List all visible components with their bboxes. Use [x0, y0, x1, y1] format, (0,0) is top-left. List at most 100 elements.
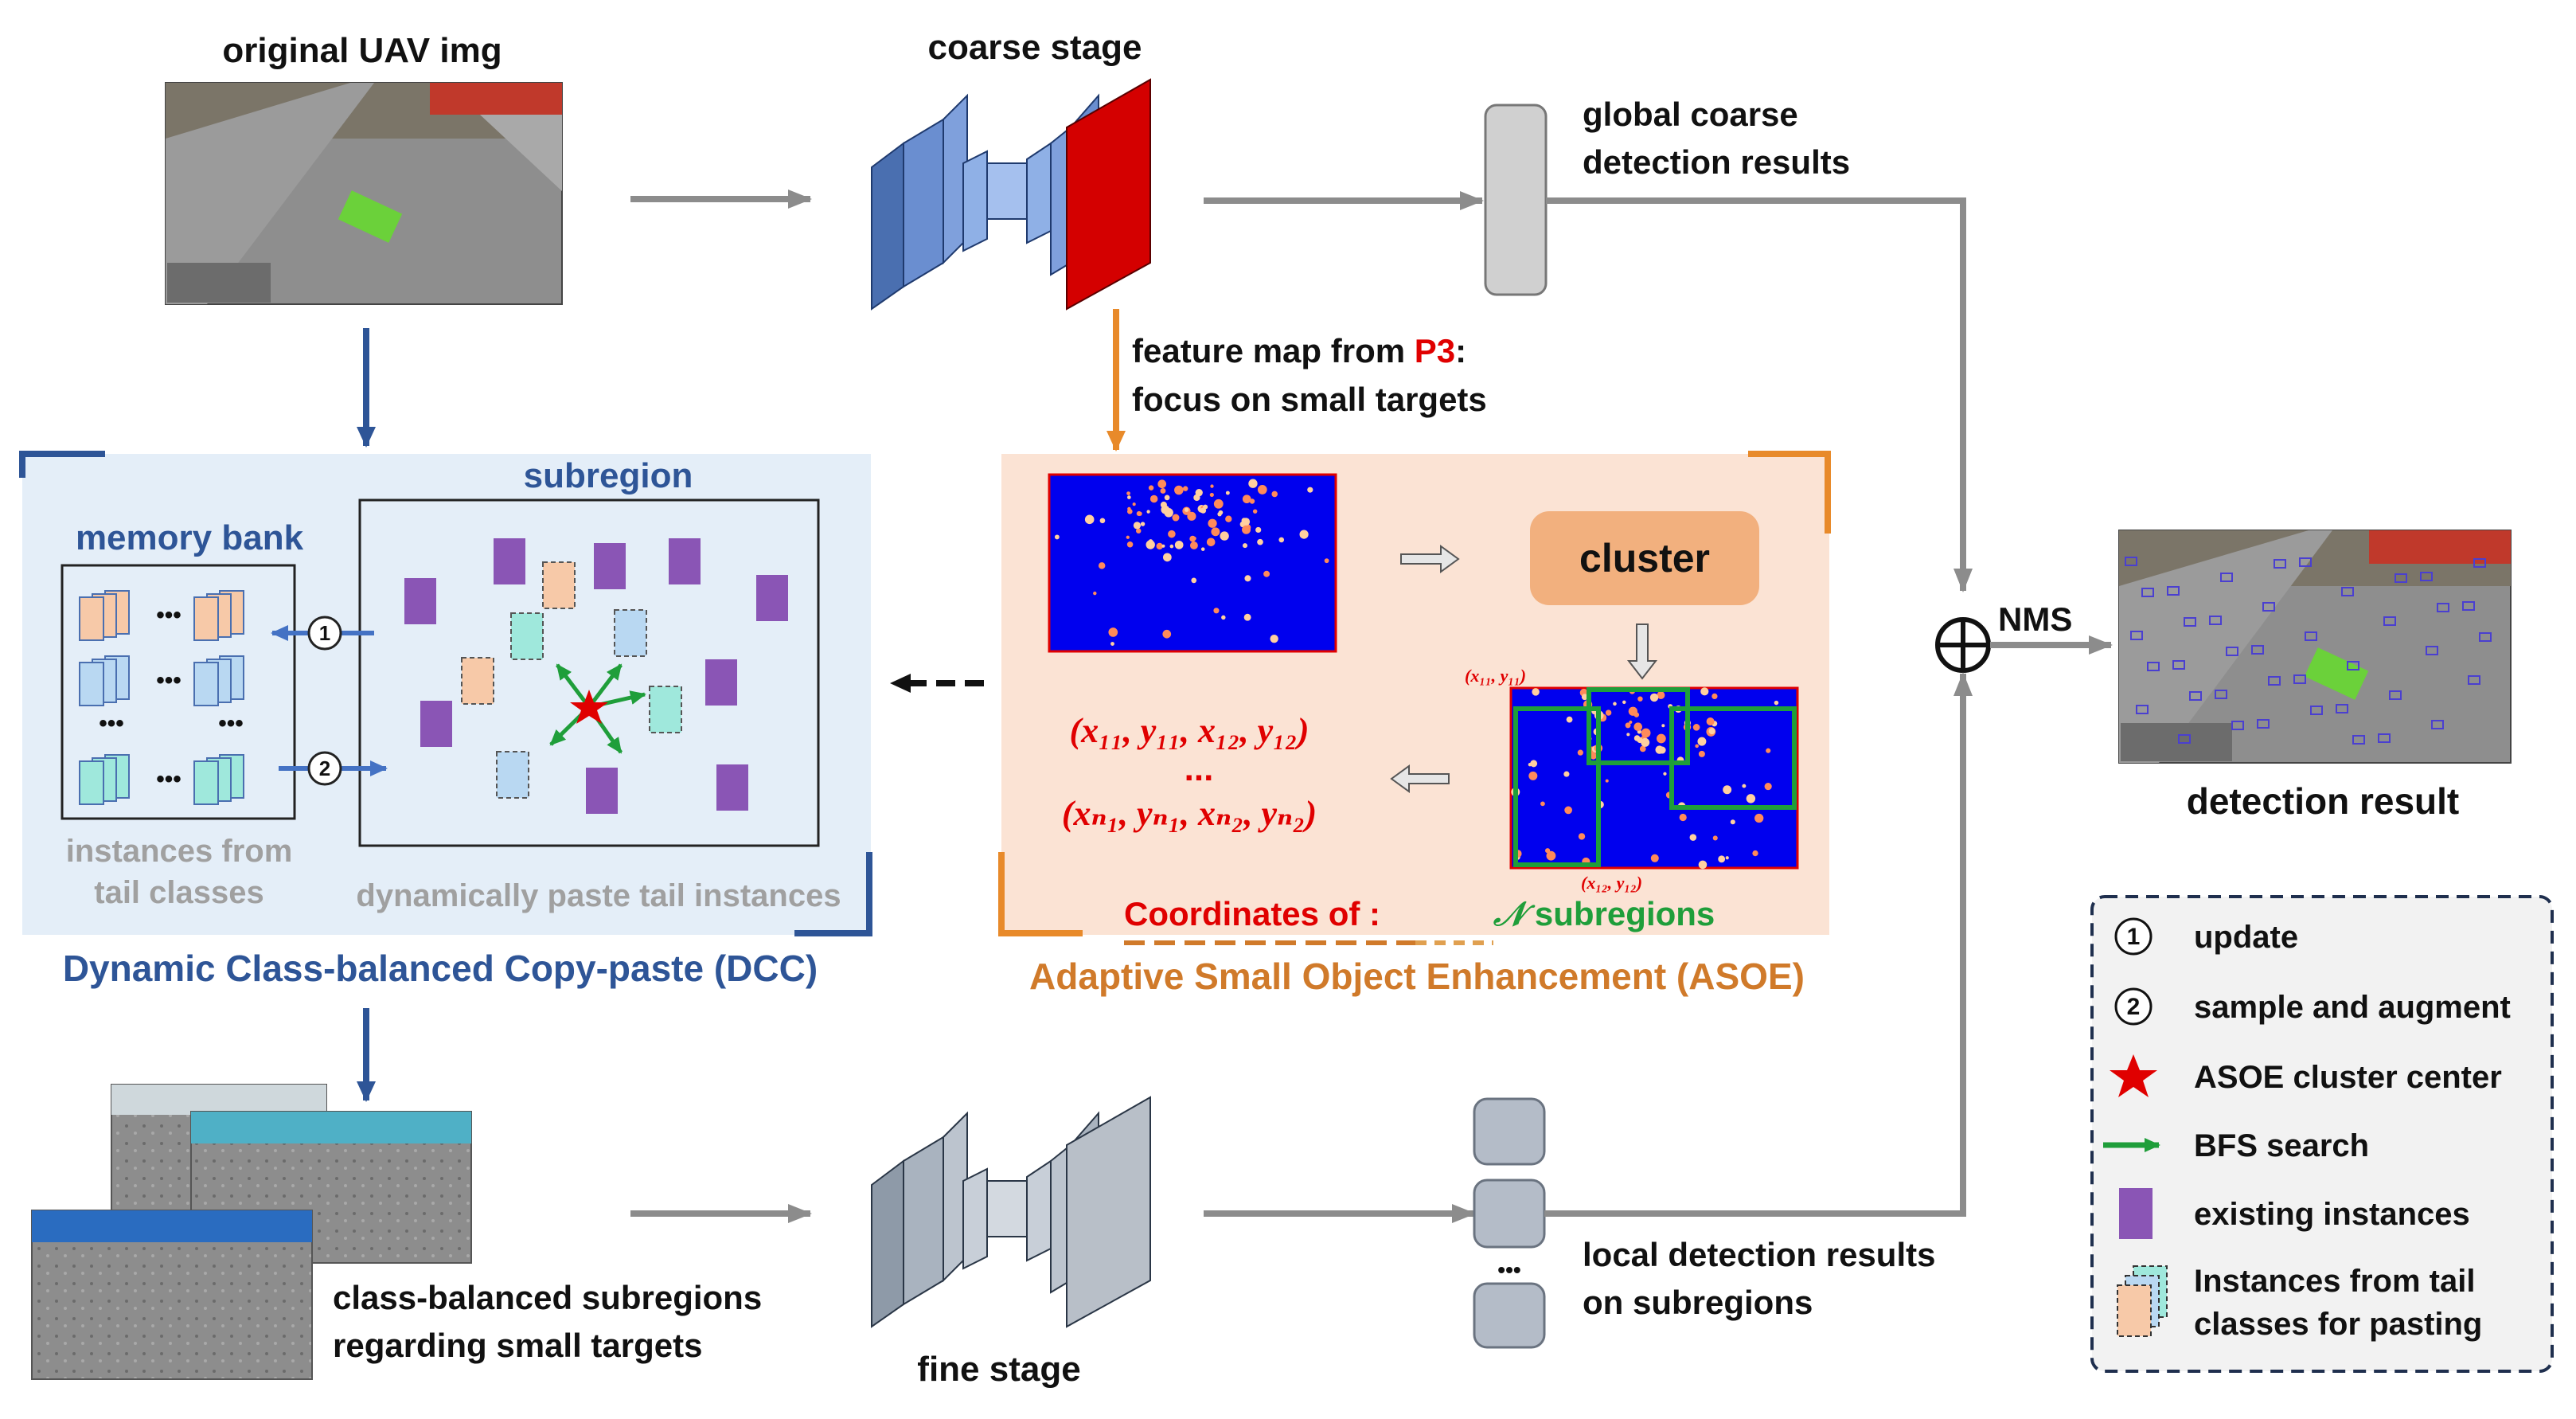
detection-box: [2268, 676, 2281, 686]
detection-box: [2215, 690, 2227, 699]
heatmap-subregions: [1509, 686, 1799, 870]
pasted-tail-instance: [614, 609, 647, 657]
cluster-box: [1530, 511, 1759, 605]
existing-instance: [716, 764, 748, 811]
memory-bank-instances: •••••••••••••••: [79, 590, 244, 805]
hollow-left-arrow: [1390, 764, 1450, 793]
feature-map-suffix: :: [1455, 332, 1466, 369]
local-results-label-line1: local detection results: [1583, 1236, 1935, 1273]
memory-instance: [193, 596, 219, 641]
existing-instance: [494, 538, 525, 584]
original-uav-image: [165, 82, 563, 305]
detection-box: [2209, 616, 2222, 625]
detection-box: [2136, 705, 2149, 714]
heat-label-br: (x₁₂, y₁₂): [1581, 873, 1642, 893]
heatmap-feature-map: [1048, 473, 1337, 653]
legend-num-1: 1: [2127, 924, 2141, 950]
memory-instance: [193, 662, 219, 706]
circle-2-icon: [307, 751, 342, 786]
detection-box: [2437, 603, 2449, 612]
detection-box: [2462, 601, 2475, 611]
pasted-tail-instance: [542, 561, 576, 609]
detection-result-label: detection result: [2187, 780, 2460, 822]
subregion-box: [358, 498, 820, 847]
memory-dots: •••: [156, 667, 181, 694]
legend-num-2: 2: [2127, 994, 2141, 1020]
existing-instance: [705, 659, 737, 706]
memory-instance: [79, 596, 104, 641]
coord-row-1: (x₁₁, y₁₁, x₁₂, y₁₂): [1069, 711, 1309, 750]
asoe-title: Adaptive Small Object Enhancement (ASOE): [1029, 956, 1805, 997]
memory-bank-label: memory bank: [76, 518, 304, 557]
detection-box: [2147, 662, 2160, 671]
detection-box: [2479, 632, 2492, 642]
detection-box: [2347, 661, 2359, 670]
legend-stacked-instances-icon: [2117, 1265, 2168, 1337]
local-result-block-2: [1473, 1179, 1546, 1249]
fine-stage-label: fine stage: [917, 1350, 1080, 1389]
detection-box: [2178, 734, 2191, 744]
detection-box: [2383, 616, 2396, 626]
memory-instance: [79, 662, 104, 706]
detection-box: [2220, 573, 2233, 582]
cluster-label: cluster: [1579, 536, 1710, 580]
nms-label: NMS: [1998, 600, 2072, 638]
detection-result-image: [2118, 530, 2512, 764]
local-results-label-line2: on subregions: [1583, 1284, 1813, 1321]
detection-box: [2262, 602, 2275, 612]
detection-box: [2468, 675, 2480, 685]
global-results-label-line1: global coarse: [1583, 96, 1798, 133]
pasted-tail-instance: [649, 686, 682, 733]
local-results-dots: •••: [1497, 1257, 1520, 1282]
detection-box: [2341, 587, 2354, 596]
detection-box: [2299, 557, 2312, 567]
detection-box: [2125, 557, 2137, 566]
detection-box: [2231, 721, 2244, 730]
dynamic-paste-label: dynamically paste tail instances: [356, 878, 841, 913]
cluster-center-star-icon: [570, 690, 608, 724]
detection-box: [2251, 645, 2264, 655]
memory-vdots: •••: [99, 710, 124, 737]
class-balanced-label-line2: regarding small targets: [333, 1327, 702, 1364]
pasted-tail-instance: [510, 612, 544, 660]
coord-dots: ...: [1185, 749, 1214, 788]
coarse-stage-network: [871, 78, 1151, 311]
global-results-label-line2: detection results: [1583, 143, 1850, 181]
legend-label-update: update: [2194, 920, 2298, 955]
memory-dots: •••: [156, 602, 181, 628]
detection-box: [2130, 631, 2143, 640]
existing-instance: [404, 578, 436, 624]
heat-label-tl: (x₁₁, y₁₁): [1465, 666, 1526, 686]
class-balanced-label-line1: class-balanced subregions: [333, 1279, 762, 1316]
detection-box: [2184, 617, 2196, 627]
legend-label-bfs: BFS search: [2194, 1128, 2369, 1163]
circle-1-icon: [307, 616, 342, 651]
coord-row-n: (xₙ₁, yₙ₁, xₙ₂, yₙ₂): [1062, 794, 1317, 833]
focus-label: focus on small targets: [1132, 381, 1487, 418]
detection-box: [2473, 558, 2486, 568]
detection-box: [2293, 674, 2306, 684]
n-subregions-label: 𝒩 subregions: [1493, 895, 1715, 933]
detection-box: [2305, 631, 2317, 641]
legend-label-tail-2: classes for pasting: [2194, 1307, 2482, 1342]
memory-vdots: •••: [218, 710, 244, 737]
existing-instance: [586, 768, 618, 814]
existing-instance: [756, 575, 788, 621]
local-result-block-3: [1473, 1282, 1546, 1349]
hollow-down-arrow: [1626, 624, 1658, 680]
num-1: 1: [319, 621, 330, 645]
existing-instance: [669, 538, 701, 584]
feature-map-prefix: feature map from: [1132, 332, 1415, 369]
fine-stage-network: [871, 1096, 1151, 1328]
p3-label: P3: [1415, 332, 1455, 369]
detection-box: [2167, 586, 2180, 596]
legend-label-sample: sample and augment: [2194, 990, 2511, 1025]
detection-box: [2189, 691, 2202, 701]
legend-label-existing: existing instances: [2194, 1197, 2470, 1232]
detection-box: [2420, 572, 2433, 581]
legend-label-cluster-center: ASOE cluster center: [2194, 1060, 2502, 1095]
detection-box: [2352, 735, 2365, 745]
detection-box: [2336, 704, 2348, 713]
pasted-tail-instance: [496, 751, 529, 799]
